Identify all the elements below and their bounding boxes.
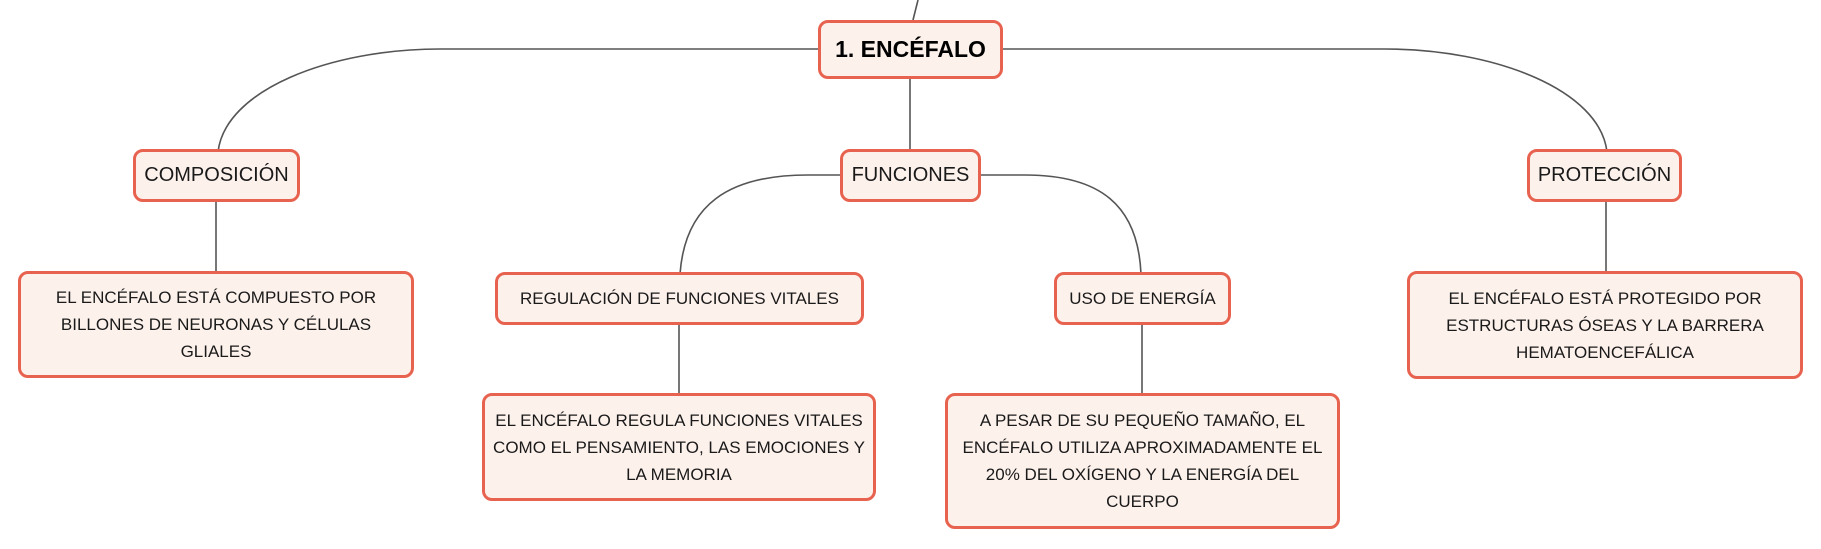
branch-label: FUNCIONES bbox=[851, 164, 970, 186]
branch-label: COMPOSICIÓN bbox=[144, 164, 289, 186]
branch-label: PROTECCIÓN bbox=[1537, 164, 1672, 186]
branch-node-funciones[interactable]: FUNCIONES bbox=[840, 149, 981, 202]
connector-root-composicion bbox=[217, 48, 820, 153]
detail-text: EL ENCÉFALO ESTÁ COMPUESTO POR BILLONES … bbox=[55, 288, 377, 361]
connector-funciones-energia bbox=[979, 174, 1142, 275]
detail-text: EL ENCÉFALO REGULA FUNCIONES VITALES COM… bbox=[493, 410, 865, 484]
connector-funciones-regulacion bbox=[679, 174, 843, 275]
detail-text: EL ENCÉFALO ESTÁ PROTEGIDO POR ESTRUCTUR… bbox=[1446, 288, 1764, 362]
detail-node-energia[interactable]: A PESAR DE SU PEQUEÑO TAMAÑO, EL ENCÉFAL… bbox=[945, 393, 1340, 529]
incoming-connector bbox=[912, 0, 919, 21]
subtopic-node-regulacion[interactable]: REGULACIÓN DE FUNCIONES VITALES bbox=[495, 272, 864, 325]
detail-text: A PESAR DE SU PEQUEÑO TAMAÑO, EL ENCÉFAL… bbox=[962, 411, 1323, 511]
root-node[interactable]: 1. ENCÉFALO bbox=[818, 20, 1003, 79]
branch-node-composicion[interactable]: COMPOSICIÓN bbox=[133, 149, 300, 202]
subtopic-node-energia[interactable]: USO DE ENERGÍA bbox=[1054, 272, 1231, 325]
detail-node-regulacion[interactable]: EL ENCÉFALO REGULA FUNCIONES VITALES COM… bbox=[482, 393, 876, 501]
root-label: 1. ENCÉFALO bbox=[835, 36, 986, 62]
connector-root-proteccion bbox=[1000, 48, 1608, 153]
subtopic-label: USO DE ENERGÍA bbox=[1069, 288, 1216, 308]
detail-node-composicion[interactable]: EL ENCÉFALO ESTÁ COMPUESTO POR BILLONES … bbox=[18, 271, 414, 378]
branch-node-proteccion[interactable]: PROTECCIÓN bbox=[1527, 149, 1682, 202]
detail-node-proteccion[interactable]: EL ENCÉFALO ESTÁ PROTEGIDO POR ESTRUCTUR… bbox=[1407, 271, 1803, 379]
subtopic-label: REGULACIÓN DE FUNCIONES VITALES bbox=[520, 288, 839, 308]
